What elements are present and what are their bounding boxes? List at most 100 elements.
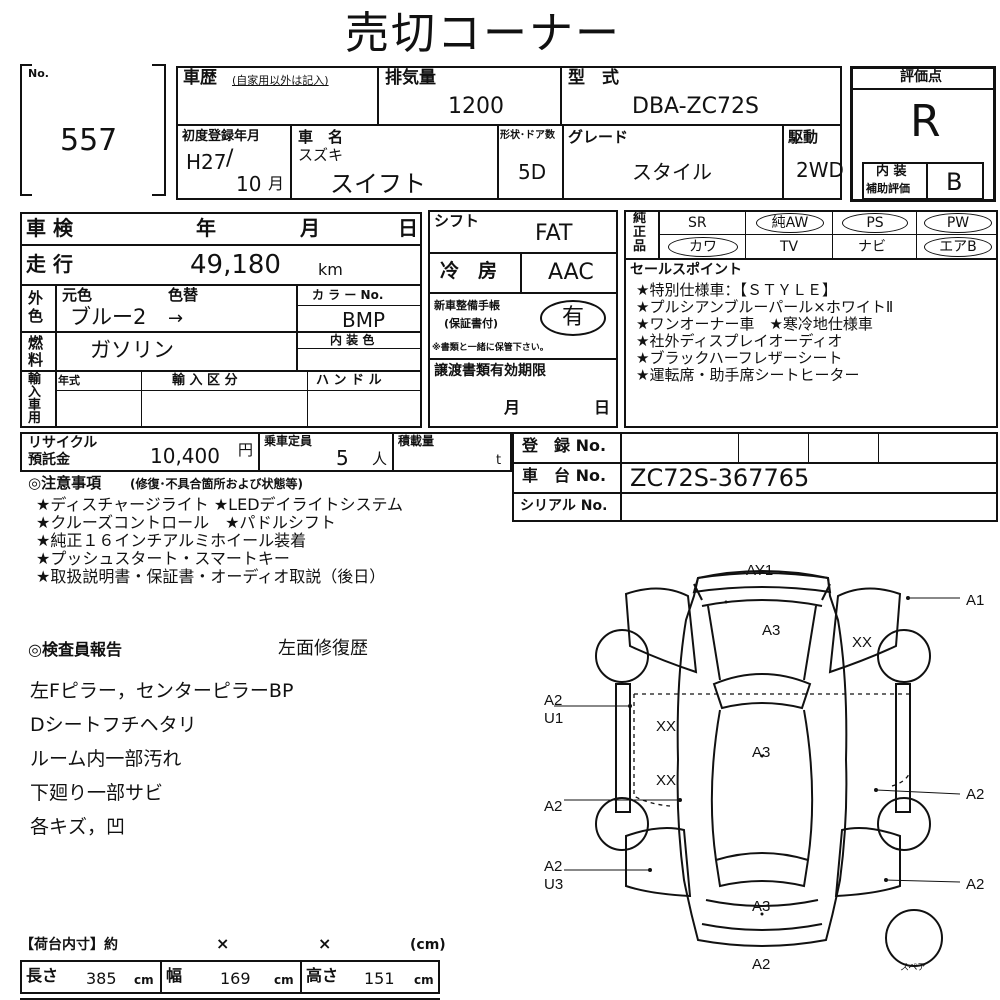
color-code-value: BMP [342,308,386,332]
history-note: (自家用以外は記入) [232,74,329,87]
diagram-label-left-quarter-u3: U3 [544,876,564,893]
diagram-label-left-quarter-a2: A2 [544,858,563,875]
interior-rating-label-2: 補助評価 [866,182,910,195]
original-color-label: 元色 [62,286,93,304]
notes-title: ◎注意事項 [28,474,102,492]
diagram-label-left-rear-door-xx: XX [656,772,677,789]
import-year-label: 年式 [58,374,80,387]
inspector-title: ◎検査員報告 [28,640,122,659]
cargo-unit: (cm) [410,937,446,953]
doors-label: 形状･ドア数 [500,130,555,141]
cargo-x1: × [216,934,230,953]
equipment-airbag: エアB [924,237,992,257]
diagram-label-right-fender-xx: XX [852,634,873,651]
warranty-note: ※書類と一緒に保管下さい。 [432,343,549,353]
inspector-line: 各キズ，凹 [30,816,126,838]
cargo-height-value: 151 [364,969,395,988]
registration-grid [512,432,998,522]
interior-color-label: 内 装 色 [330,333,375,347]
diagram-label-rear-bumper: A2 [752,956,771,973]
sales-point: ★特別仕様車：【ＳＴＹＬＥ】 [636,281,837,299]
mileage-label: 走 行 [26,252,73,276]
equipment-navi: ナビ [858,239,886,255]
diagram-label-hood: A3 [762,622,781,639]
color-code-label: カ ラ ー No. [312,288,384,302]
import-division-label: 輸 入 区 分 [172,373,238,388]
inspector-line: ルーム内一部汚れ [30,748,182,770]
rating-box [850,66,996,202]
diagram-label-left-pillar-a2: A2 [544,692,563,709]
model-label: 型 式 [568,68,619,88]
ac-value: AAC [548,260,594,285]
note-line: ★クルーズコントロール ★パドルシフト [36,513,336,532]
notes-list: ★ディスチャージライト ★LEDデイライトシステム ★クルーズコントロール ★パ… [36,496,403,586]
equipment-grid [624,210,998,428]
sales-point: ★社外ディスプレイオーディオ [636,332,843,350]
details-grid [20,212,422,428]
recycle-value: 10,400 [150,444,220,468]
load-unit: t [496,453,502,468]
first-reg-label: 初度登録年月 [182,129,261,144]
capacity-value: 5 [336,446,349,470]
shift-label: シフト [434,212,480,230]
cargo-height-label: 高さ [306,966,339,985]
changed-color-label: 色替 [168,286,199,304]
fuel-value: ガソリン [90,338,174,362]
vehicle-info-grid [176,66,842,200]
first-reg-era: H27 [186,150,227,174]
mileage-value: 49,180 [190,250,281,280]
equipment-side-label: 純正品 [633,211,647,254]
load-label: 積載量 [398,434,435,448]
drive-value: 2WD [796,158,844,182]
equipment-power-steering: PS [842,213,908,233]
shift-value: FAT [535,221,573,246]
car-name-value: スイフト [330,170,426,198]
diagram-label-front-bumper: AY1 [746,562,774,579]
note-line: ★プッシュスタート・スマートキー [36,549,290,568]
diagram-label-left-pillar-u1: U1 [544,710,564,727]
inspection-day: 日 [398,216,418,240]
chassis-value: ZC72S-367765 [630,464,810,492]
shift-ac-grid [428,210,618,428]
registration-label: 登 録 No. [522,436,607,455]
capacity-unit: 人 [372,450,388,468]
sales-point: ★運転席・助手席シートヒーター [636,366,860,384]
interior-rating-label-1: 内 装 [876,164,907,179]
equipment-power-window: PW [924,213,992,233]
cargo-title: 【荷台内寸】約 [20,937,118,953]
inspector-line: 左Fピラー，センターピラーBP [30,680,294,702]
diagram-label-spare: スペア [900,962,927,972]
fuel-side-label: 燃料 [28,334,44,369]
sales-points-title: セールスポイント [630,262,742,278]
displacement-value: 1200 [448,94,504,119]
inspection-label: 車 検 [26,216,73,240]
sales-point: ★ワンオーナー車 ★寒冷地仕様車 [636,315,873,333]
cargo-length-value: 385 [86,969,117,988]
first-reg-month-num: 10 [236,172,262,196]
drive-label: 駆動 [788,128,819,146]
cargo-length-label: 長さ [26,966,59,985]
rating-value: R [910,96,941,147]
diagram-label-roof: A3 [752,744,771,761]
inspector-list: 左Fピラー，センターピラーBP Dシートフチヘタリ ルーム内一部汚れ 下廻り一部… [30,674,293,844]
cargo-width-unit: cm [274,973,294,987]
recycle-unit: 円 [238,441,254,459]
note-line: ★取扱説明書・保証書・オーディオ取説（後日） [36,567,386,586]
cargo-x2: × [318,934,332,953]
cargo-width-label: 幅 [166,966,183,985]
diagram-label-left-rocker: A2 [544,798,563,815]
diagram-label-right-quarter: A2 [966,876,985,893]
cargo-height-unit: cm [414,973,434,987]
car-name-label: 車 名 [298,128,344,146]
chassis-label: 車 台 No. [522,466,607,485]
lot-number-box: No. 557 [20,64,166,198]
inspector-line: 下廻り一部サビ [30,782,164,804]
cargo-width-value: 169 [220,969,251,988]
warranty-label-1: 新車整備手帳 [434,299,500,312]
first-reg-slash: / [226,146,234,171]
history-label: 車歴 [183,68,217,88]
sales-point: ★プルシアンブルーパール×ホワイトⅡ [636,298,894,316]
interior-rating-box [862,162,984,200]
inspection-year: 年 [196,216,216,240]
import-side-label: 輸入車用 [28,372,42,426]
